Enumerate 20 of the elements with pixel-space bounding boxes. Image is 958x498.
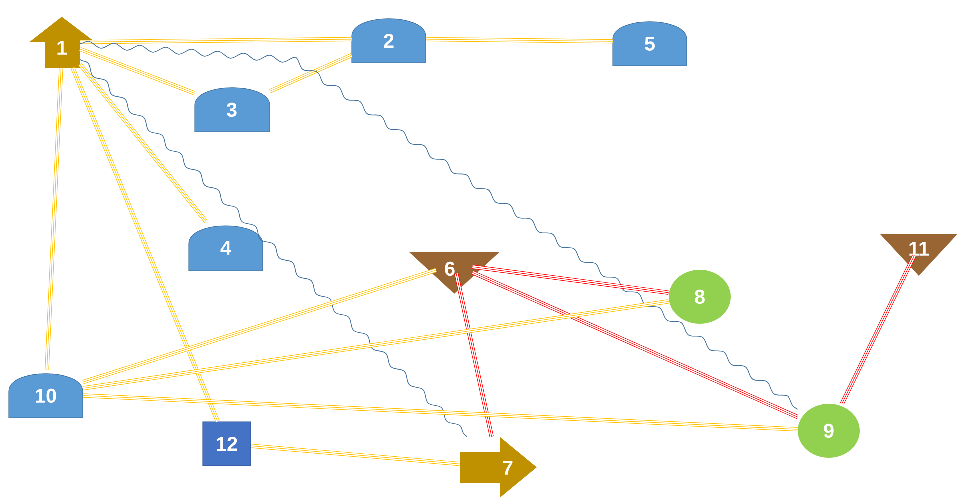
triple-line bbox=[472, 264, 670, 295]
triple-line bbox=[80, 37, 352, 44]
triple-line bbox=[45, 68, 64, 370]
triple-line bbox=[269, 53, 353, 94]
triple-line bbox=[250, 444, 460, 466]
triple-line bbox=[472, 270, 799, 420]
triple-line bbox=[82, 300, 670, 391]
triple-line bbox=[82, 268, 437, 384]
triple-line bbox=[454, 273, 494, 438]
circle-node: 8 bbox=[669, 270, 731, 324]
square-node: 12 bbox=[202, 422, 252, 466]
triple-line bbox=[71, 67, 220, 423]
triple-line bbox=[840, 254, 916, 405]
circle-node: 9 bbox=[798, 404, 860, 458]
triple-line bbox=[82, 394, 798, 432]
triple-line bbox=[79, 47, 196, 96]
wavy-line bbox=[80, 41, 798, 410]
triple-line bbox=[78, 63, 208, 224]
wavy-line bbox=[80, 59, 468, 438]
triple-line bbox=[426, 37, 614, 44]
